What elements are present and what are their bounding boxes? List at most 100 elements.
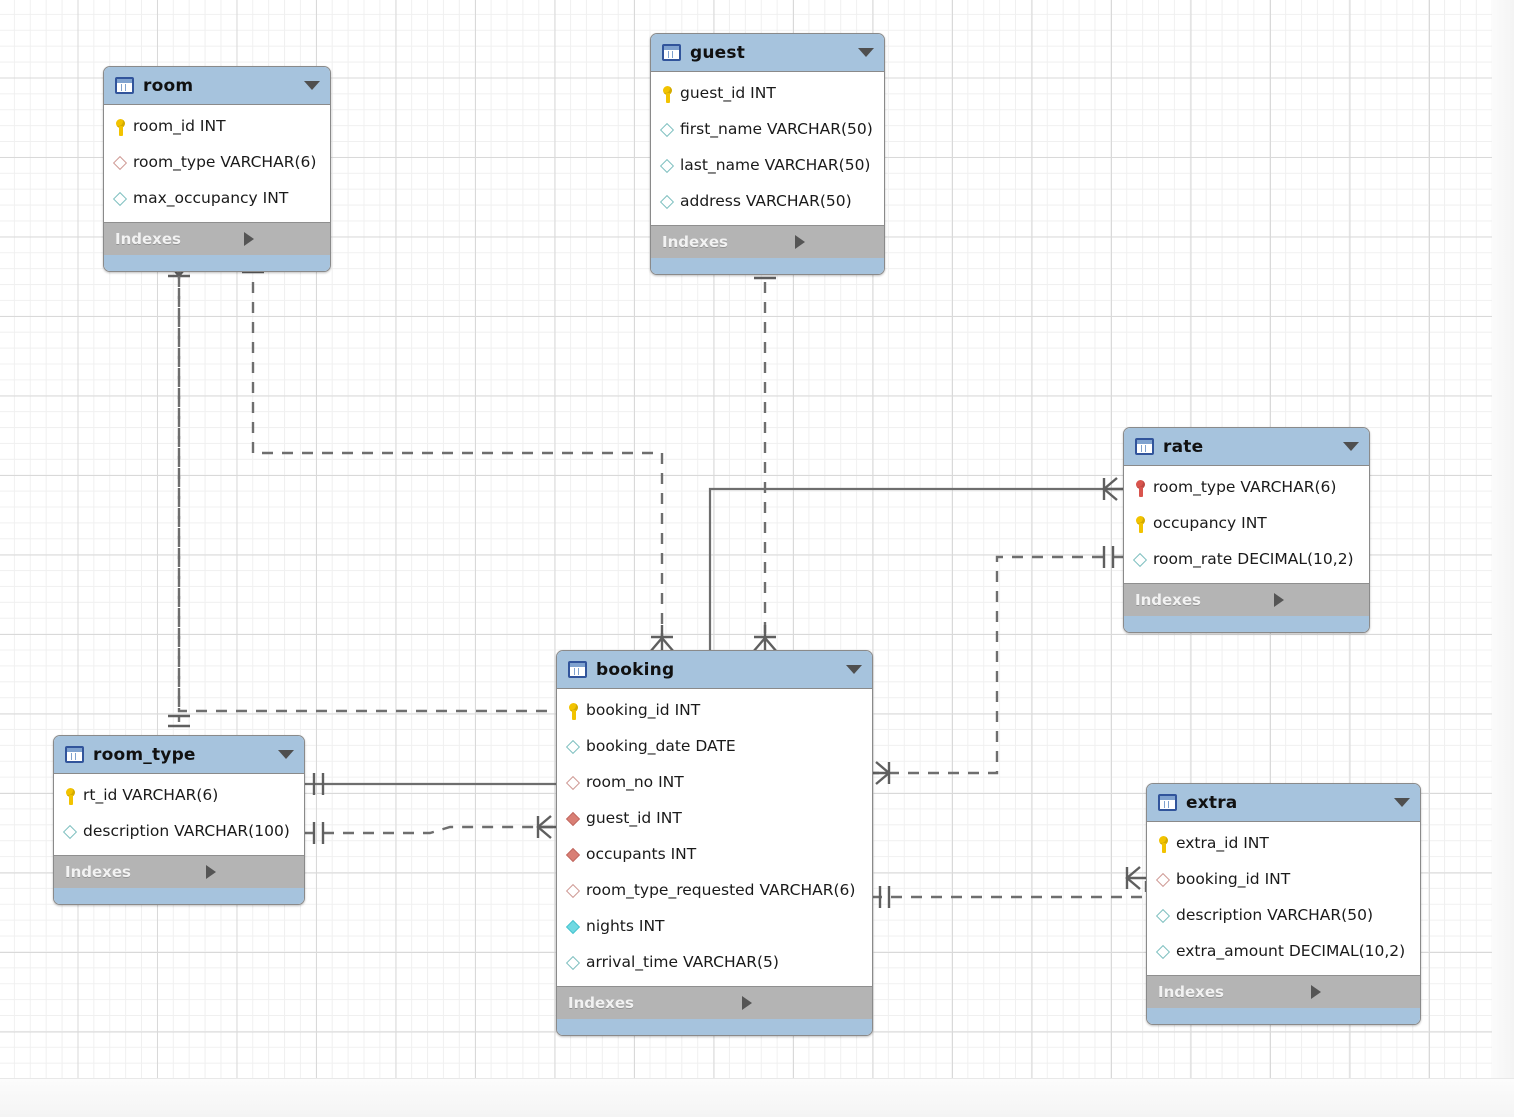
table-name: room	[143, 75, 194, 96]
column-row[interactable]: occupants INT	[557, 837, 872, 873]
column-row[interactable]: arrival_time VARCHAR(5)	[557, 945, 872, 981]
indexes-section-rate[interactable]: Indexes	[1124, 583, 1369, 616]
expand-right-icon[interactable]	[741, 996, 860, 1010]
table-name: room_type	[93, 744, 196, 765]
indexes-section-booking[interactable]: Indexes	[557, 986, 872, 1019]
table-footer	[54, 888, 304, 904]
table-extra[interactable]: extra extra_id INT booking_id INT descripti…	[1146, 783, 1421, 1025]
chevron-down-icon[interactable]	[278, 750, 294, 759]
column-row[interactable]: booking_date DATE	[557, 729, 872, 765]
column-row[interactable]: room_type VARCHAR(6)	[1124, 470, 1369, 506]
indexed-column-icon	[566, 884, 581, 899]
table-name: booking	[596, 659, 675, 680]
column-list: extra_id INT booking_id INT description VA…	[1147, 822, 1420, 975]
canvas-bottom-margin	[0, 1078, 1514, 1117]
column-row[interactable]: nights INT	[557, 909, 872, 945]
column-row[interactable]: last_name VARCHAR(50)	[651, 148, 884, 184]
column-row[interactable]: rt_id VARCHAR(6)	[54, 778, 304, 814]
column-label: booking_id INT	[1176, 870, 1291, 889]
expand-right-icon[interactable]	[1310, 985, 1408, 999]
table-icon	[115, 77, 134, 94]
chevron-down-icon[interactable]	[846, 665, 862, 674]
column-row[interactable]: max_occupancy INT	[104, 181, 330, 217]
column-label: occupants INT	[586, 845, 697, 864]
table-header-guest[interactable]: guest	[651, 34, 884, 72]
column-row[interactable]: booking_id INT	[557, 693, 872, 729]
table-header-room[interactable]: room	[104, 67, 330, 105]
column-list: guest_id INT first_name VARCHAR(50)last_n…	[651, 72, 884, 225]
expand-right-icon[interactable]	[794, 235, 872, 249]
table-footer	[1147, 1008, 1420, 1024]
column-label: extra_amount DECIMAL(10,2)	[1176, 942, 1406, 961]
table-header-booking[interactable]: booking	[557, 651, 872, 689]
table-footer	[651, 258, 884, 274]
indexes-label: Indexes	[115, 230, 181, 248]
nullable-column-icon	[660, 195, 675, 210]
primary-key-icon	[566, 702, 581, 720]
canvas-right-margin	[1492, 0, 1514, 1116]
column-row[interactable]: room_type VARCHAR(6)	[104, 145, 330, 181]
table-footer	[1124, 616, 1369, 632]
column-row[interactable]: guest_id INT	[557, 801, 872, 837]
column-row[interactable]: room_type_requested VARCHAR(6)	[557, 873, 872, 909]
expand-right-icon[interactable]	[1273, 593, 1357, 607]
column-label: booking_date DATE	[586, 737, 736, 756]
nullable-column-icon	[1156, 945, 1171, 960]
table-name: guest	[690, 42, 746, 63]
table-header-room_type[interactable]: room_type	[54, 736, 304, 774]
foreign-primary-key-icon	[1133, 479, 1148, 497]
column-row[interactable]: room_id INT	[104, 109, 330, 145]
indexes-section-guest[interactable]: Indexes	[651, 225, 884, 258]
column-row[interactable]: first_name VARCHAR(50)	[651, 112, 884, 148]
column-row[interactable]: room_no INT	[557, 765, 872, 801]
primary-key-icon	[1133, 515, 1148, 533]
primary-key-icon	[1156, 835, 1171, 853]
expand-right-icon[interactable]	[206, 865, 292, 879]
column-row[interactable]: address VARCHAR(50)	[651, 184, 884, 220]
table-icon	[662, 44, 681, 61]
column-label: room_type VARCHAR(6)	[133, 153, 317, 172]
table-room[interactable]: room room_id INT room_type VARCHAR(6) max_o…	[103, 66, 331, 272]
indexes-section-room_type[interactable]: Indexes	[54, 855, 304, 888]
indexes-section-extra[interactable]: Indexes	[1147, 975, 1420, 1008]
table-footer	[104, 255, 330, 271]
column-label: extra_id INT	[1176, 834, 1269, 853]
chevron-down-icon[interactable]	[858, 48, 874, 57]
table-icon	[1158, 794, 1177, 811]
primary-key-icon	[63, 787, 78, 805]
table-room_type[interactable]: room_type rt_id VARCHAR(6)description VAR…	[53, 735, 305, 905]
chevron-down-icon[interactable]	[304, 81, 320, 90]
column-row[interactable]: room_rate DECIMAL(10,2)	[1124, 542, 1369, 578]
table-icon	[65, 746, 84, 763]
chevron-down-icon[interactable]	[1394, 798, 1410, 807]
indexes-label: Indexes	[65, 863, 131, 881]
column-label: description VARCHAR(50)	[1176, 906, 1373, 925]
column-row[interactable]: occupancy INT	[1124, 506, 1369, 542]
column-row[interactable]: guest_id INT	[651, 76, 884, 112]
indexes-label: Indexes	[1135, 591, 1201, 609]
column-row[interactable]: description VARCHAR(100)	[54, 814, 304, 850]
column-row[interactable]: description VARCHAR(50)	[1147, 898, 1420, 934]
chevron-down-icon[interactable]	[1343, 442, 1359, 451]
nullable-column-icon	[63, 825, 78, 840]
column-label: room_no INT	[586, 773, 684, 792]
indexes-section-room[interactable]: Indexes	[104, 222, 330, 255]
table-header-extra[interactable]: extra	[1147, 784, 1420, 822]
table-booking[interactable]: booking booking_id INT booking_date DATE ro…	[556, 650, 873, 1036]
table-header-rate[interactable]: rate	[1124, 428, 1369, 466]
indexed-column-icon	[566, 776, 581, 791]
column-row[interactable]: booking_id INT	[1147, 862, 1420, 898]
column-label: booking_id INT	[586, 701, 701, 720]
nullable-column-icon	[660, 123, 675, 138]
expand-right-icon[interactable]	[244, 232, 318, 246]
column-label: room_type VARCHAR(6)	[1153, 478, 1337, 497]
nullable-column-icon	[1133, 553, 1148, 568]
column-row[interactable]: extra_id INT	[1147, 826, 1420, 862]
column-label: guest_id INT	[680, 84, 776, 103]
column-row[interactable]: extra_amount DECIMAL(10,2)	[1147, 934, 1420, 970]
indexes-label: Indexes	[1158, 983, 1224, 1001]
indexed-column-icon	[113, 156, 128, 171]
column-list: room_id INT room_type VARCHAR(6) max_occup…	[104, 105, 330, 222]
table-guest[interactable]: guest guest_id INT first_name VARCHAR(50)l…	[650, 33, 885, 275]
